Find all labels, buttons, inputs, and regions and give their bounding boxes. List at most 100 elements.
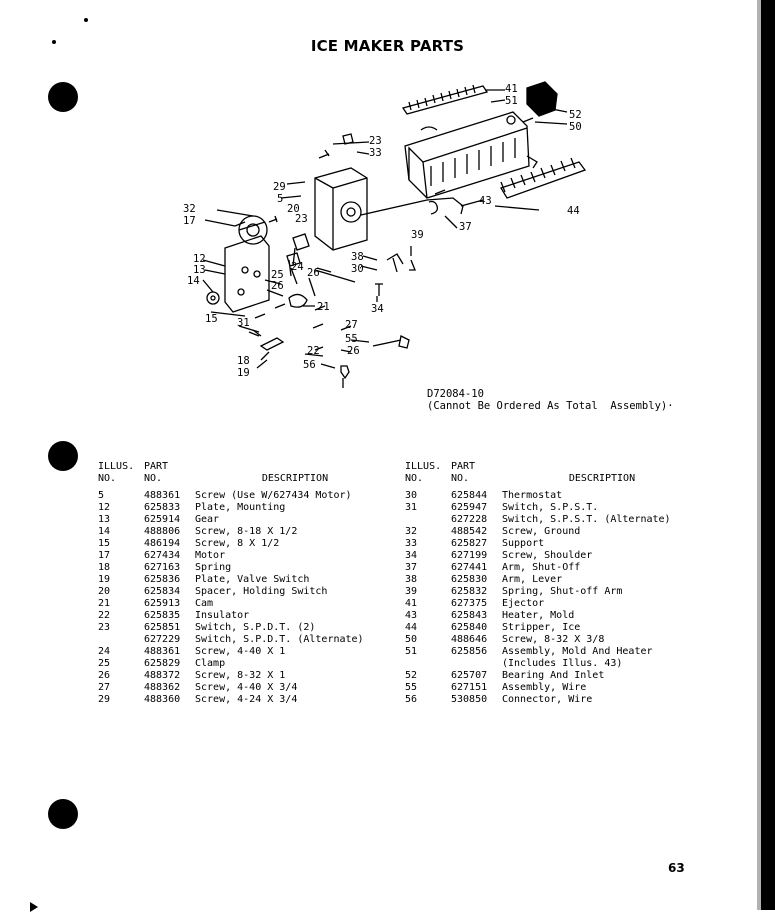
callout-30: 30 bbox=[351, 263, 364, 275]
part-no: 488362 bbox=[144, 682, 181, 693]
heater-lead bbox=[360, 197, 464, 216]
illus-no: 21 bbox=[98, 598, 111, 609]
callout-43: 43 bbox=[479, 195, 492, 207]
part-no: 488361 bbox=[144, 646, 181, 657]
page-number: 63 bbox=[668, 861, 685, 875]
corner-mark bbox=[30, 902, 38, 912]
illus-no: 30 bbox=[405, 490, 418, 501]
callout-13: 13 bbox=[193, 264, 206, 276]
illus-no: 31 bbox=[405, 502, 418, 513]
header-part-no: NO. bbox=[451, 473, 470, 484]
callout-18: 18 bbox=[237, 355, 250, 367]
part-no: 627375 bbox=[451, 598, 488, 609]
part-no: 530850 bbox=[451, 694, 488, 705]
part-no: 625843 bbox=[451, 610, 488, 621]
part-description: (Includes Illus. 43) bbox=[502, 658, 623, 669]
cam-part bbox=[288, 293, 308, 308]
part-description: Screw, Shoulder bbox=[502, 550, 593, 561]
drawing-number: D72084-10 bbox=[427, 388, 484, 400]
illus-no: 41 bbox=[405, 598, 418, 609]
callout-5: 5 bbox=[277, 193, 283, 205]
callout-20: 20 bbox=[287, 203, 300, 215]
callout-23b: 23 bbox=[295, 213, 308, 225]
part-no: 625832 bbox=[451, 586, 488, 597]
illus-no: 13 bbox=[98, 514, 111, 525]
table-row: 13 625914 Gear bbox=[98, 514, 395, 526]
part-description: Ejector bbox=[502, 598, 545, 609]
callout-21: 21 bbox=[317, 301, 330, 313]
part-description: Clamp bbox=[195, 658, 226, 669]
part-description: Screw, 4-24 X 3/4 bbox=[195, 694, 298, 705]
callout-22: 22 bbox=[307, 345, 320, 357]
callout-33: 33 bbox=[369, 147, 382, 159]
illus-no: 12 bbox=[98, 502, 111, 513]
part-description: Assembly, Mold And Heater bbox=[502, 646, 653, 657]
callout-55: 55 bbox=[345, 333, 358, 345]
part-no: 625707 bbox=[451, 670, 488, 681]
illus-no: 39 bbox=[405, 586, 418, 597]
scan-edge-shadow bbox=[757, 0, 761, 910]
callout-34: 34 bbox=[371, 303, 384, 315]
part-no: 625829 bbox=[144, 658, 181, 669]
part-no: 625914 bbox=[144, 514, 181, 525]
part-description: Plate, Mounting bbox=[195, 502, 286, 513]
spacer-part bbox=[314, 269, 356, 283]
valve-switch-plate bbox=[259, 337, 285, 351]
page-title: ICE MAKER PARTS bbox=[310, 37, 465, 55]
part-no: 625833 bbox=[144, 502, 181, 513]
part-description: Plate, Valve Switch bbox=[195, 574, 310, 585]
callout-37: 37 bbox=[459, 221, 472, 233]
part-description: Spring, Shut-off Arm bbox=[502, 586, 623, 597]
part-description: Gear bbox=[195, 514, 220, 525]
part-description: Screw, 4-40 X 3/4 bbox=[195, 682, 298, 693]
illus-no: 32 bbox=[405, 526, 418, 537]
part-no: 488360 bbox=[144, 694, 181, 705]
illus-no: 27 bbox=[98, 682, 111, 693]
assembly-note: (Cannot Be Ordered As Total Assembly)· bbox=[427, 400, 674, 412]
illus-no: 17 bbox=[98, 550, 111, 561]
part-no: 488646 bbox=[451, 634, 488, 645]
part-no: 625913 bbox=[144, 598, 181, 609]
part-description: Screw, 4-40 X 1 bbox=[195, 646, 286, 657]
part-description: Screw, 8-18 X 1/2 bbox=[195, 526, 298, 537]
part-description: Heater, Mold bbox=[502, 610, 575, 621]
part-description: Screw, 8 X 1/2 bbox=[195, 538, 280, 549]
part-no bbox=[451, 658, 502, 670]
callout-25: 25 bbox=[271, 269, 284, 281]
header-part: PART bbox=[144, 461, 169, 472]
part-no: 488806 bbox=[144, 526, 181, 537]
part-description: Switch, S.P.D.T. (Alternate) bbox=[195, 634, 364, 645]
illus-no: 22 bbox=[98, 610, 111, 621]
part-description: Switch, S.P.S.T. (Alternate) bbox=[502, 514, 671, 525]
part-description: Motor bbox=[195, 550, 226, 561]
illus-no: 26 bbox=[98, 670, 111, 681]
illus-no: 5 bbox=[98, 490, 105, 501]
callout-29: 29 bbox=[273, 181, 286, 193]
callout-39: 39 bbox=[411, 229, 424, 241]
illus-no: 23 bbox=[98, 622, 111, 633]
part-no: 488542 bbox=[451, 526, 488, 537]
illus-no bbox=[405, 514, 451, 526]
part-description: Arm, Shut-Off bbox=[502, 562, 581, 573]
part-no: 625947 bbox=[451, 502, 488, 513]
